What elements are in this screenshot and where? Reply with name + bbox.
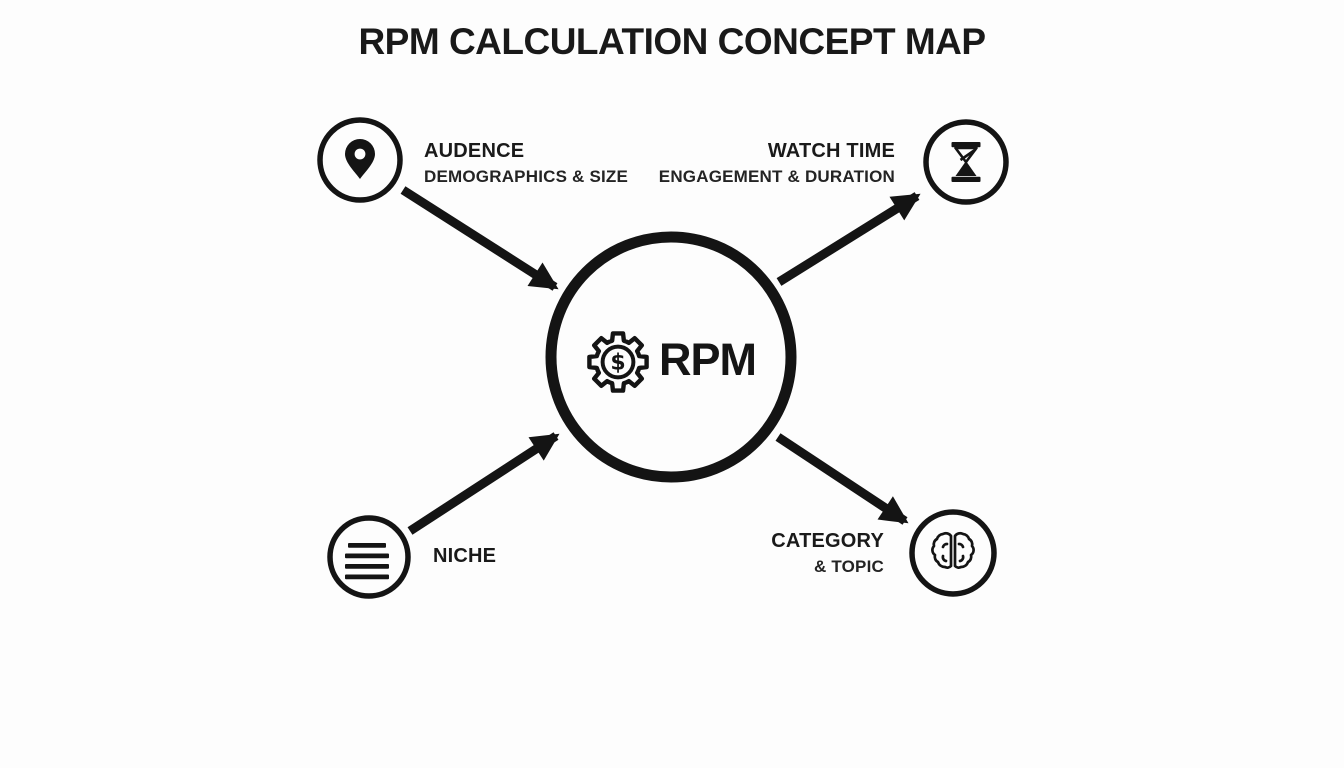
edge-arrows [400, 186, 921, 535]
list-lines-icon [345, 543, 389, 580]
hourglass-icon [951, 142, 981, 182]
niche-node-label: NICHE [433, 544, 496, 568]
watch-time-subtitle: ENGAGEMENT & DURATION [658, 167, 895, 186]
gear-dollar-icon: $ [587, 331, 649, 393]
audience-subtitle: DEMOGRAPHICS & SIZE [424, 167, 629, 186]
category-node-label: CATEGORY & TOPIC [744, 529, 884, 577]
category-subtitle: & TOPIC [813, 557, 884, 576]
rpm-center-label: RPM [659, 334, 757, 385]
category-title: CATEGORY [771, 530, 884, 552]
audience-title: AUDENCE [424, 140, 525, 162]
arrow-rpm-to-category [775, 433, 909, 525]
arrow-audience-to-rpm [400, 186, 559, 291]
audience-node-label: AUDENCE DEMOGRAPHICS & SIZE [424, 139, 628, 187]
location-pin-icon [345, 139, 375, 179]
category-node-circle [909, 509, 997, 597]
watch-time-title: WATCH TIME [767, 140, 895, 162]
page-title: RPM CALCULATION CONCEPT MAP [358, 21, 986, 62]
brain-icon [931, 531, 975, 569]
watch-time-node-label: WATCH TIME ENGAGEMENT & DURATION [655, 139, 895, 187]
arrow-rpm-to-watch-time [776, 192, 921, 286]
rpm-center-circle [545, 231, 797, 483]
niche-title: NICHE [433, 545, 497, 567]
dollar-sign-glyph: $ [610, 350, 625, 375]
arrow-niche-to-rpm [407, 432, 560, 535]
